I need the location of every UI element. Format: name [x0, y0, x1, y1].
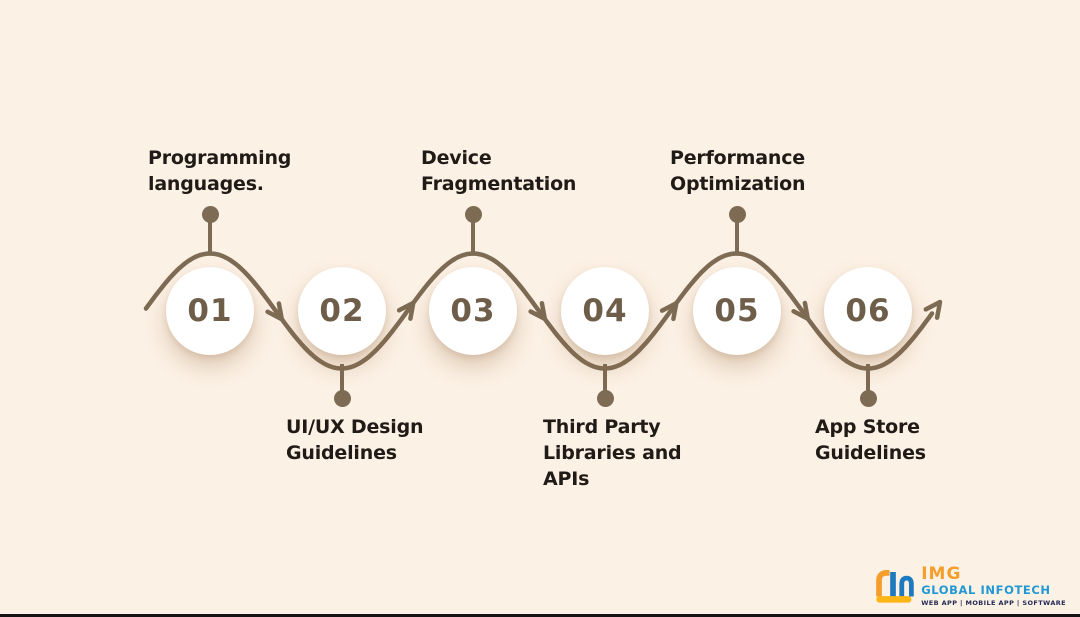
logo-text-block: IMG GLOBAL INFOTECH WEB APP | MOBILE APP… — [921, 566, 1066, 606]
step-number: 05 — [714, 293, 760, 329]
step-circle: 03 — [429, 267, 517, 355]
step-connector-stem — [471, 221, 475, 255]
step-label: Programming languages. — [148, 147, 292, 195]
step-label: UI/UX Design Guidelines — [286, 416, 424, 464]
step-connector-stem — [866, 364, 870, 392]
step-label: Third Party Libraries and APIs — [543, 416, 682, 490]
step-number: 04 — [582, 293, 628, 329]
brand-logo: IMG GLOBAL INFOTECH WEB APP | MOBILE APP… — [872, 566, 1066, 606]
img-global-infotech-logo-icon — [876, 570, 914, 603]
step-connector-stem — [208, 221, 212, 255]
step-connector-dot — [201, 206, 219, 223]
logo-company-text: GLOBAL INFOTECH — [921, 583, 1051, 597]
step-connector-stem — [340, 364, 344, 392]
bottom-edge-bar — [0, 614, 1080, 617]
step-label: Device Fragmentation — [421, 147, 577, 195]
step-circle: 01 — [166, 267, 254, 355]
step-connector-dot — [728, 206, 746, 223]
step-circle: 02 — [298, 267, 386, 355]
step-connector-dot — [464, 206, 482, 223]
step-label: Performance Optimization — [670, 147, 806, 195]
step-connector-dot — [333, 390, 351, 407]
step-connector-dot — [859, 390, 877, 407]
step-circle: 06 — [824, 267, 912, 355]
step-connector-stem — [603, 364, 607, 392]
step-connector-dot — [596, 390, 614, 407]
step-circle: 05 — [693, 267, 781, 355]
step-number: 06 — [845, 293, 891, 329]
step-number: 01 — [187, 293, 233, 329]
step-connector-stem — [735, 221, 739, 255]
logo-tagline-text: WEB APP | MOBILE APP | SOFTWARE — [921, 598, 1066, 607]
step-number: 03 — [450, 293, 496, 329]
step-label: App Store Guidelines — [815, 416, 926, 464]
step-number: 02 — [319, 293, 365, 329]
step-circle: 04 — [561, 267, 649, 355]
logo-brand-text: IMG — [921, 564, 962, 584]
